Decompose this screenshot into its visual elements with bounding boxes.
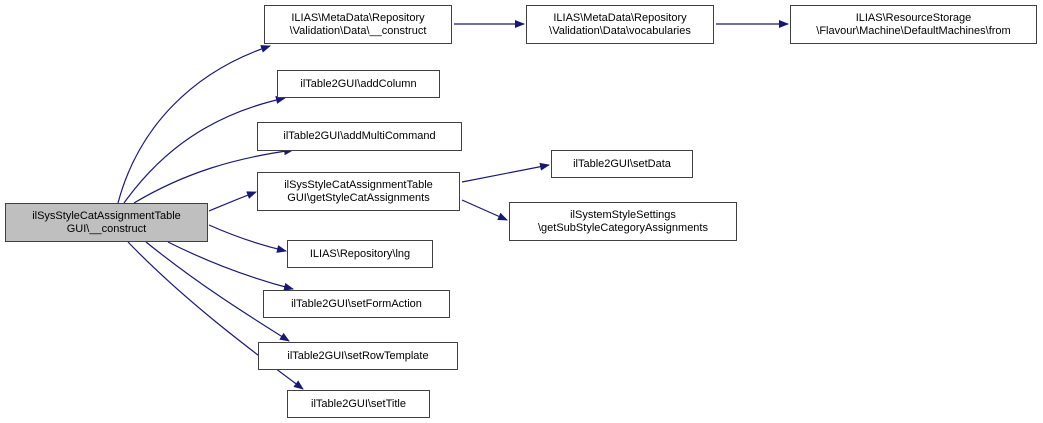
edge-construct-to-addmulticommand: [133, 147, 294, 204]
node-addmulticommand[interactable]: ilTable2GUI\addMultiCommand: [257, 122, 462, 151]
node-getstylecatassignments[interactable]: ilSysStyleCatAssignmentTable GUI\getStyl…: [257, 172, 460, 211]
node-resourcestorage-from[interactable]: ILIAS\ResourceStorage \Flavour\Machine\D…: [790, 5, 1037, 44]
node-lng[interactable]: ILIAS\Repository\lng: [287, 240, 433, 268]
node-settitle[interactable]: ilTable2GUI\setTitle: [287, 390, 430, 418]
edge-construct-to-settitle: [127, 241, 304, 390]
node-construct: ilSysStyleCatAssignmentTable GUI\__const…: [5, 203, 208, 242]
node-setrowtemplate[interactable]: ilTable2GUI\setRowTemplate: [258, 342, 458, 370]
edge-getstylecat-to-getsubstylecategoryassignments: [461, 199, 508, 221]
node-addcolumn[interactable]: ilTable2GUI\addColumn: [277, 70, 440, 98]
node-metadata-construct[interactable]: ILIAS\MetaData\Repository \Validation\Da…: [264, 5, 452, 44]
edge-construct-to-lng: [208, 224, 287, 253]
edge-construct-to-setrowtemplate: [145, 241, 290, 342]
node-getsubstylecategoryassignments[interactable]: ilSystemStyleSettings \getSubStyleCatego…: [509, 202, 737, 241]
edge-construct-to-setformaction: [167, 241, 294, 291]
node-setformaction[interactable]: ilTable2GUI\setFormAction: [263, 290, 450, 318]
node-setdata[interactable]: ilTable2GUI\setData: [551, 150, 693, 178]
edge-construct-to-metadata-construct: [117, 45, 271, 204]
edge-construct-to-addcolumn: [123, 96, 286, 204]
edge-getstylecat-to-setdata: [461, 162, 550, 183]
node-metadata-vocabularies[interactable]: ILIAS\MetaData\Repository \Validation\Da…: [526, 5, 714, 44]
edge-construct-to-getstylecatassignments: [208, 191, 257, 212]
